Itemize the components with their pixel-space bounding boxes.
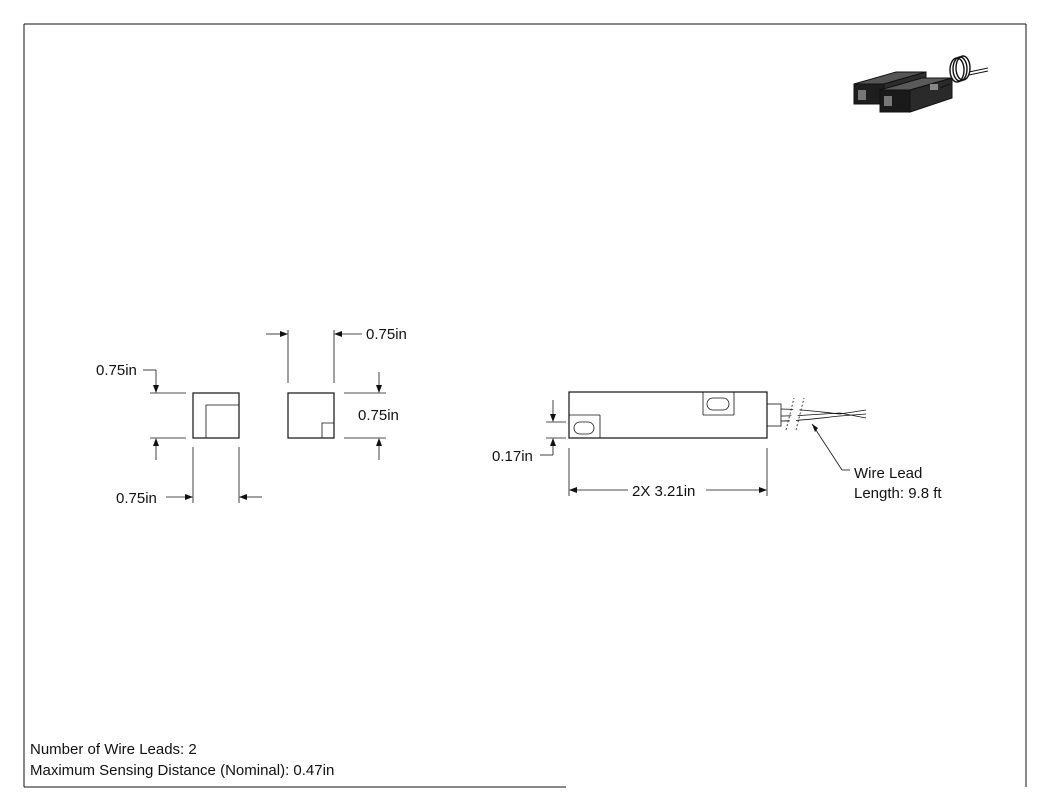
dim-end-view-2-height <box>344 372 386 460</box>
dim-label-end-view-2-width: 0.75in <box>366 326 407 343</box>
wire-lead-callout-line1: Wire Lead <box>854 465 922 482</box>
dim-label-side-view-length: 2X 3.21in <box>632 483 695 500</box>
wire-lead <box>780 397 867 431</box>
wire-lead-leader <box>811 423 850 471</box>
dim-side-view-length <box>568 448 768 496</box>
isometric-thumbnail <box>853 55 989 113</box>
dim-label-end-view-1-width: 0.75in <box>116 490 157 507</box>
end-view-2 <box>287 392 335 439</box>
dim-label-side-view-offset: 0.17in <box>492 448 533 465</box>
end-view-1 <box>192 392 240 439</box>
dim-label-end-view-2-height: 0.75in <box>358 407 399 424</box>
wire-lead-callout-line2: Length: 9.8 ft <box>854 485 942 502</box>
dim-side-view-offset <box>540 400 566 456</box>
side-view <box>568 391 782 439</box>
note-sensing-distance: Maximum Sensing Distance (Nominal): 0.47… <box>30 762 334 779</box>
dim-label-end-view-1-height: 0.75in <box>96 362 137 379</box>
note-wire-leads: Number of Wire Leads: 2 <box>30 741 197 758</box>
dim-end-view-1-height <box>143 369 186 460</box>
sheet-border <box>23 23 1027 788</box>
dim-end-view-1-width <box>166 447 262 503</box>
dim-end-view-2-width <box>266 330 362 383</box>
